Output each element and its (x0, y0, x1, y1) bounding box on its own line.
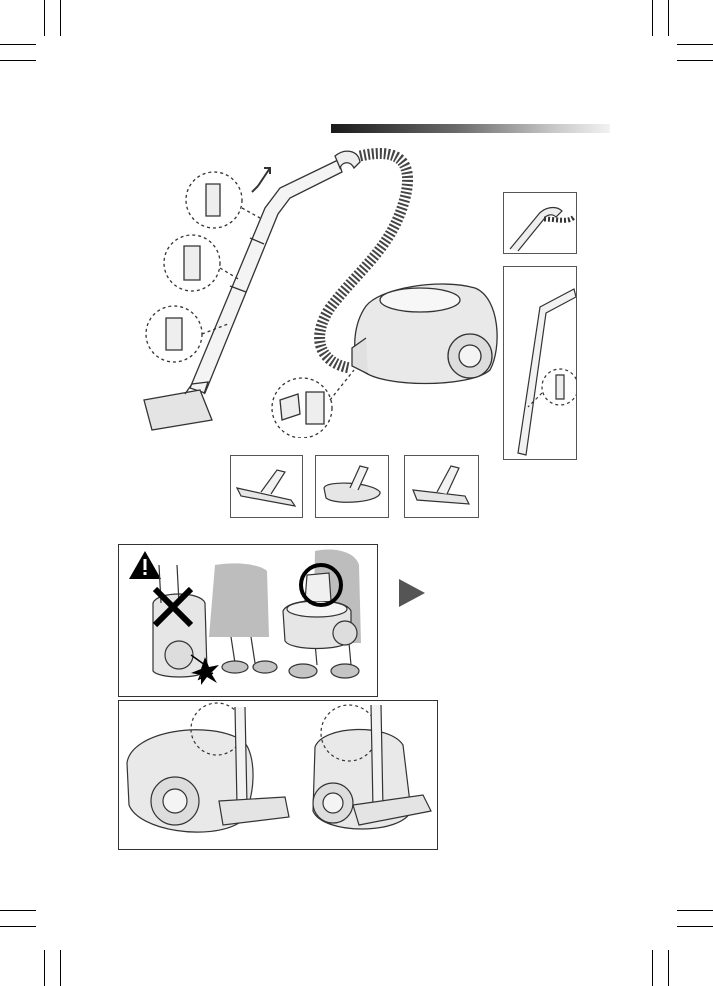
warning-triangle-icon (129, 551, 161, 579)
carry-warning-panel (118, 544, 378, 697)
section-header-bar (331, 124, 610, 133)
brush-box-round (315, 455, 389, 518)
hose-handle (335, 151, 360, 168)
adjust-arrow-icon (252, 168, 270, 192)
hose-handle-detail-frame (503, 192, 577, 254)
telescopic-tube-detail-frame (503, 266, 577, 460)
brush-box-wide (230, 455, 303, 518)
vacuum-assembly-illustration (130, 138, 500, 438)
brush-box-combo (404, 455, 479, 518)
floor-brush (144, 390, 212, 430)
storage-positions-panel (118, 700, 438, 850)
play-arrow-icon (397, 577, 427, 609)
